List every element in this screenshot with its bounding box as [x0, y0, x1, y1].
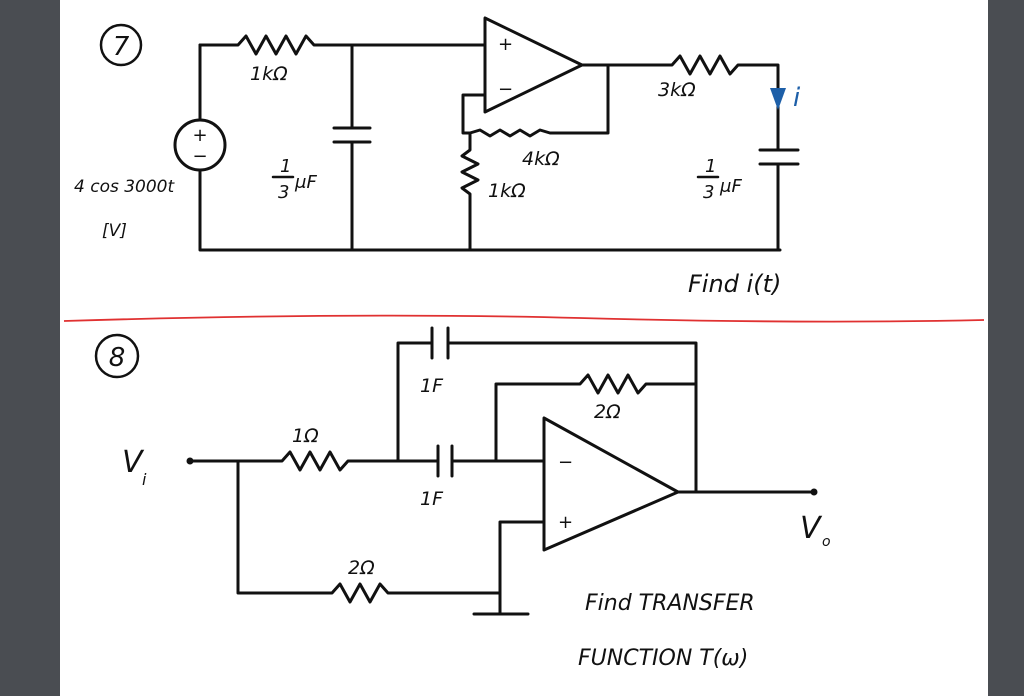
- wire-left-and-bottom: [198, 43, 782, 252]
- voltage-source-icon: [173, 118, 227, 172]
- source-minus: −: [192, 146, 207, 167]
- problem-7-number: 7: [113, 32, 130, 62]
- source-unit: [V]: [102, 221, 127, 241]
- problem-7: 7 + − 4 cos 3000t [V] 1kΩ 1 3 μF + − 4kΩ…: [74, 16, 801, 298]
- capacitor-top-icon: [396, 326, 698, 494]
- resistor-1ohm-icon: [188, 450, 440, 472]
- resistor-2ohm-feedback-icon: [494, 373, 698, 463]
- vout-sub: o: [822, 534, 831, 550]
- task-8-line1: Find TRANSFER: [585, 591, 755, 616]
- current-label: i: [793, 83, 801, 113]
- r-feedback-label: 4kΩ: [522, 148, 560, 170]
- opamp-8-plus: +: [558, 512, 573, 533]
- opamp-7-icon: [483, 16, 584, 114]
- c1-den: 3: [278, 182, 289, 203]
- source-plus: +: [192, 125, 207, 146]
- resistor-4k-icon: [461, 63, 610, 138]
- c2-num: 1: [705, 156, 716, 177]
- vin-sub: i: [142, 470, 147, 489]
- c-in-label: 1F: [420, 488, 444, 510]
- problem-8-circle: [94, 333, 140, 379]
- r-out-label: 3kΩ: [658, 79, 696, 101]
- c2-den: 3: [703, 182, 714, 203]
- r-fb-label: 2Ω: [594, 401, 621, 423]
- current-arrow-icon: [770, 88, 786, 110]
- task-8-line2: FUNCTION T(ω): [578, 646, 748, 671]
- opamp-8-icon: [542, 416, 680, 552]
- problem-8: 8 V i 1Ω 2Ω 1F 1F 2Ω − + V o Find TRANSF…: [94, 326, 831, 671]
- c-top-label: 1F: [420, 375, 444, 397]
- r-ground-label: 1kΩ: [488, 180, 526, 202]
- c2-unit: μF: [719, 176, 742, 197]
- capacitor-2-icon: [758, 148, 800, 252]
- c1-num: 1: [280, 156, 291, 177]
- opamp-8-minus: −: [558, 452, 573, 473]
- r-bottom-label: 2Ω: [348, 557, 375, 579]
- opamp-7-minus: −: [498, 79, 513, 100]
- r-in-label: 1Ω: [292, 425, 319, 447]
- divider-line: [63, 314, 985, 323]
- capacitor-input-icon: [436, 444, 546, 478]
- resistor-1k-ground-icon: [460, 131, 480, 252]
- capacitor-1-icon: [332, 43, 372, 252]
- problem-7-circle: [99, 23, 143, 67]
- vin-label: V: [122, 445, 145, 480]
- vout-label: V: [800, 511, 823, 546]
- resistor-2ohm-bottom-icon: [236, 459, 502, 604]
- resistor-3k-icon: [580, 54, 780, 152]
- resistor-1k-icon: [198, 34, 487, 56]
- problem-8-number: 8: [109, 343, 126, 373]
- ground-icon: [472, 520, 546, 616]
- whiteboard-page: 7 + − 4 cos 3000t [V] 1kΩ 1 3 μF + − 4kΩ…: [60, 0, 988, 696]
- vout-terminal: [810, 488, 818, 496]
- c1-unit: μF: [294, 172, 317, 193]
- source-expression: 4 cos 3000t: [74, 177, 175, 197]
- r1-label: 1kΩ: [250, 63, 288, 85]
- circuit-drawing: 7 + − 4 cos 3000t [V] 1kΩ 1 3 μF + − 4kΩ…: [63, 16, 985, 671]
- task-7: Find i(t): [688, 270, 781, 298]
- opamp-7-plus: +: [498, 34, 513, 55]
